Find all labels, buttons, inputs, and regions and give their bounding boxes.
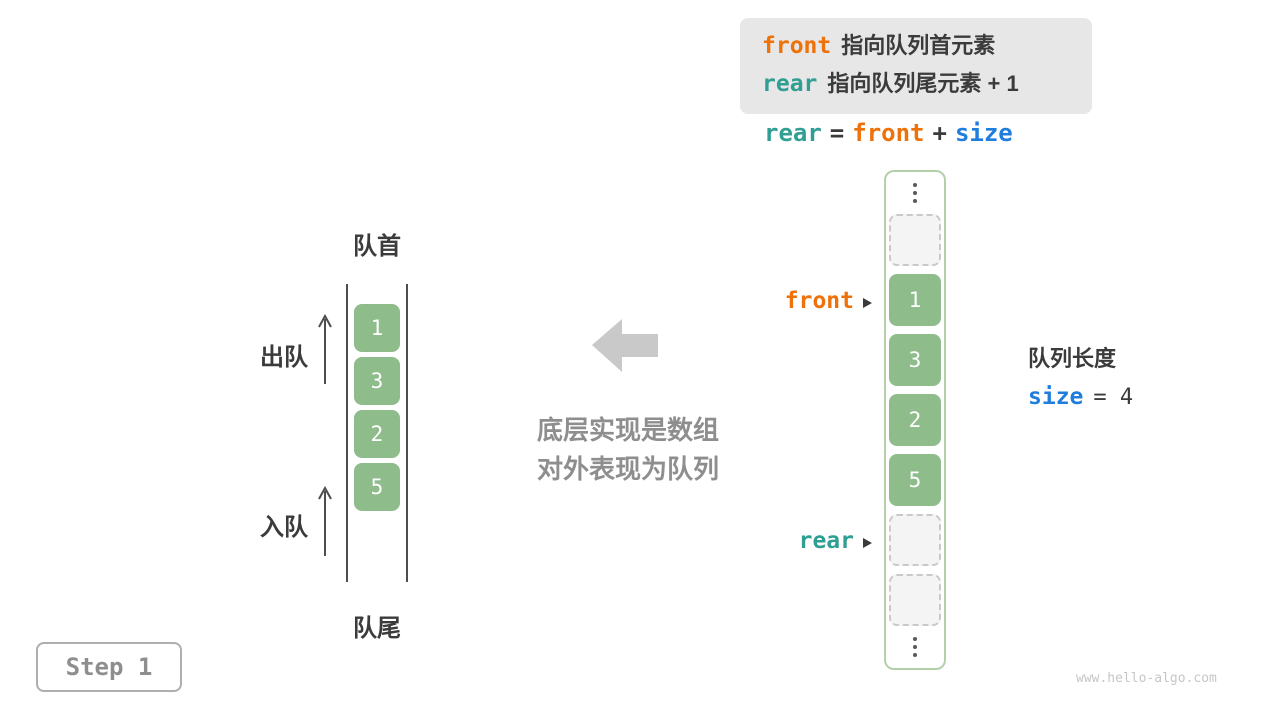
size-annotation: 队列长度 size = 4 — [1028, 341, 1133, 410]
size-title: 队列长度 — [1028, 346, 1117, 371]
legend-front-term: front — [762, 33, 832, 59]
queue-cell: 2 — [354, 410, 400, 458]
middle-caption-line1: 底层实现是数组 — [536, 415, 719, 445]
queue-wall-left — [346, 284, 348, 582]
middle-caption-line2: 对外表现为队列 — [536, 454, 719, 484]
legend-rear-line: rear 指向队列尾元素 + 1 — [762, 65, 1070, 103]
array-container: 1 3 2 5 — [884, 170, 946, 670]
queue-tail-label: 队尾 — [353, 615, 401, 642]
step-badge: Step 1 — [36, 642, 182, 692]
legend-front-desc: 指向队列首元素 — [841, 33, 996, 58]
array-cell-filled: 5 — [889, 454, 941, 506]
formula-rear: rear — [764, 119, 822, 147]
formula-equals: = — [829, 119, 845, 147]
left-direction-arrow-icon — [592, 319, 658, 372]
size-term: size — [1028, 384, 1084, 410]
queue-cell: 5 — [354, 463, 400, 511]
array-cell-empty — [889, 574, 941, 626]
vertical-ellipsis-icon — [913, 180, 917, 206]
array-cell-filled: 2 — [889, 394, 941, 446]
dequeue-label: 出队 — [260, 344, 308, 371]
rear-pointer-arrow-icon — [863, 538, 872, 548]
queue-wall-right — [406, 284, 408, 582]
legend-front-line: front 指向队列首元素 — [762, 27, 1070, 65]
legend-rear-term: rear — [762, 71, 818, 97]
size-value-line: size = 4 — [1028, 384, 1133, 410]
front-pointer-arrow-icon — [863, 298, 872, 308]
rear-pointer: rear — [640, 525, 872, 556]
legend-box: front 指向队列首元素 rear 指向队列尾元素 + 1 — [740, 18, 1092, 114]
array-cell-empty — [889, 214, 941, 266]
dequeue-arrow-up-icon — [318, 314, 332, 384]
queue-frame: 1 3 2 5 — [346, 284, 408, 582]
queue-cells: 1 3 2 5 — [346, 304, 408, 511]
queue-cell: 3 — [354, 357, 400, 405]
legend-rear-desc: 指向队列尾元素 + 1 — [827, 71, 1019, 96]
formula-plus: + — [932, 119, 947, 147]
size-value: = 4 — [1093, 385, 1134, 410]
rear-pointer-label: rear — [798, 528, 854, 554]
formula-size: size — [954, 119, 1013, 147]
array-cell-empty — [889, 514, 941, 566]
queue-head-label: 队首 — [353, 233, 401, 260]
front-pointer-label: front — [784, 288, 854, 314]
middle-caption: 底层实现是数组 对外表现为队列 — [487, 411, 769, 489]
queue-cell: 1 — [354, 304, 400, 352]
formula-front: front — [852, 119, 925, 147]
vertical-ellipsis-icon — [913, 634, 917, 660]
step-label: Step 1 — [65, 653, 153, 681]
enqueue-label: 入队 — [260, 514, 308, 541]
formula: rear=front+size — [764, 118, 1013, 149]
front-pointer: front — [640, 285, 872, 316]
array-cell-filled: 1 — [889, 274, 941, 326]
enqueue-arrow-up-icon — [318, 486, 332, 556]
array-cell-filled: 3 — [889, 334, 941, 386]
watermark: www.hello-algo.com — [1076, 671, 1217, 686]
